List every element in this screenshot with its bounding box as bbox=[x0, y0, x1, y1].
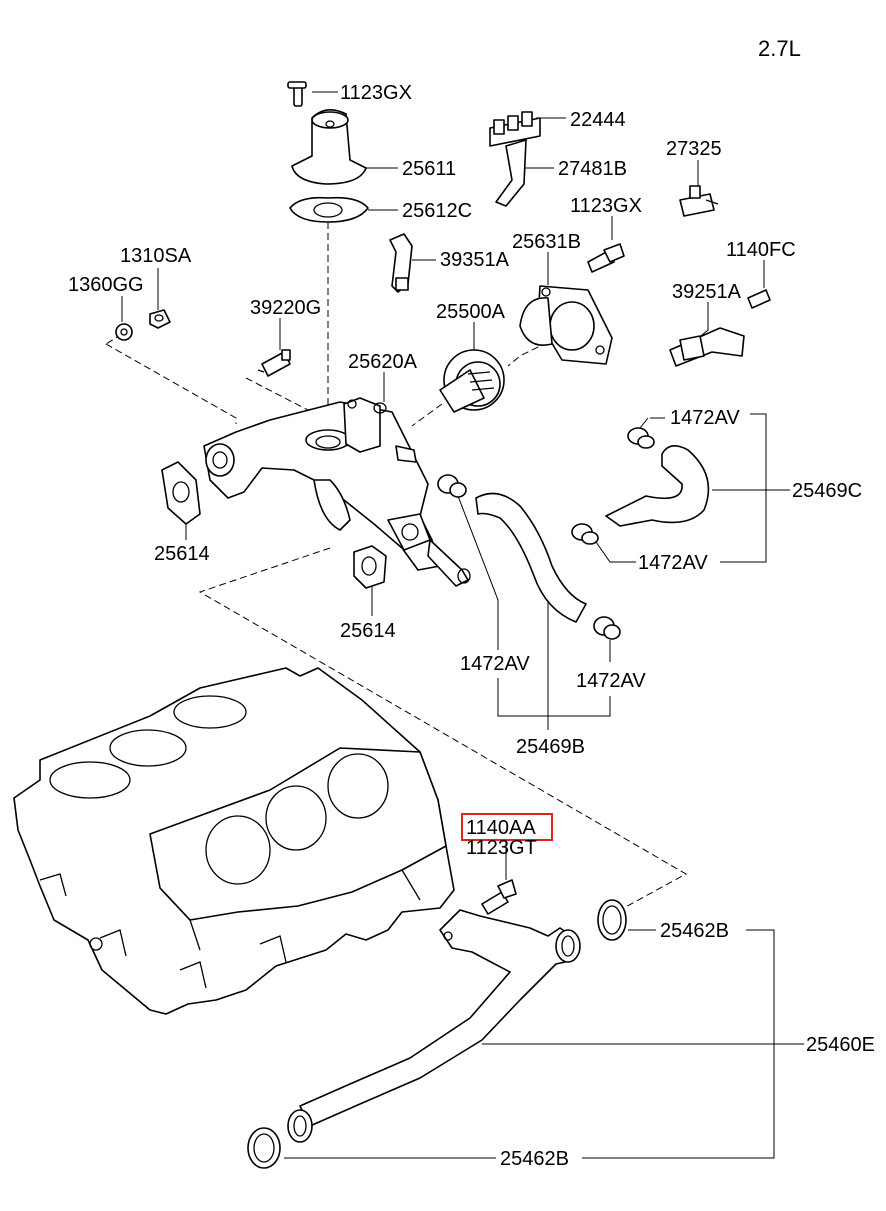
clamp-1472AV-d bbox=[593, 616, 621, 640]
label-1310SA[interactable]: 1310SA bbox=[120, 245, 192, 267]
gasket-25614-mid bbox=[353, 545, 387, 589]
label-39251A[interactable]: 39251A bbox=[672, 281, 742, 303]
label-1140AA[interactable]: 1140AA bbox=[466, 817, 536, 839]
inlet-fitting-25631B bbox=[519, 285, 613, 365]
engine-label: 2.7L bbox=[758, 36, 801, 61]
label-25612C[interactable]: 25612C bbox=[402, 200, 472, 222]
label-25462B-bottom[interactable]: 25462B bbox=[500, 1148, 569, 1170]
clamp-1472AV-b bbox=[571, 523, 599, 545]
thermostat-25500A bbox=[439, 349, 505, 413]
clamp-1472AV-c bbox=[437, 474, 467, 498]
sensor-27325 bbox=[679, 185, 719, 217]
label-25462B-top[interactable]: 25462B bbox=[660, 920, 729, 942]
label-1123GX-top[interactable]: 1123GX bbox=[340, 82, 412, 104]
gasket-25614-left bbox=[161, 461, 201, 525]
oring-25462B-top bbox=[597, 899, 627, 941]
label-1472AV-a[interactable]: 1472AV bbox=[670, 407, 740, 429]
label-25469C[interactable]: 25469C bbox=[792, 480, 862, 502]
bolt-1140FC bbox=[747, 289, 771, 309]
label-25614-left[interactable]: 25614 bbox=[154, 543, 210, 565]
label-1472AV-c[interactable]: 1472AV bbox=[460, 653, 530, 675]
label-25631B[interactable]: 25631B bbox=[512, 231, 581, 253]
label-27481B[interactable]: 27481B bbox=[558, 158, 627, 180]
label-25620A[interactable]: 25620A bbox=[348, 351, 418, 373]
water-pipe-25460E bbox=[287, 909, 581, 1143]
label-39220G[interactable]: 39220G bbox=[250, 297, 321, 319]
bolt-1123GT bbox=[481, 879, 517, 915]
oring-25462B-bottom bbox=[247, 1127, 281, 1169]
label-22444[interactable]: 22444 bbox=[570, 109, 626, 131]
hose-25469C bbox=[605, 445, 710, 527]
bracket-39251A bbox=[669, 327, 745, 367]
label-39351A[interactable]: 39351A bbox=[440, 249, 510, 271]
label-27325[interactable]: 27325 bbox=[666, 138, 722, 160]
sensor-39220G bbox=[257, 349, 291, 377]
thermostat-housing-25611 bbox=[287, 81, 367, 185]
part-labels: 2.7L 1123GX 22444 25611 27481B 27325 256… bbox=[68, 36, 875, 1170]
label-1140FC[interactable]: 1140FC bbox=[726, 239, 796, 261]
engine-block bbox=[13, 667, 455, 1015]
label-1360GG[interactable]: 1360GG bbox=[68, 274, 144, 296]
highlight-box-1140AA bbox=[461, 813, 553, 841]
label-25500A[interactable]: 25500A bbox=[436, 301, 506, 323]
label-1472AV-d[interactable]: 1472AV bbox=[576, 670, 646, 692]
clamp-1472AV-a bbox=[627, 427, 655, 449]
label-25611[interactable]: 25611 bbox=[402, 158, 456, 180]
label-25460E[interactable]: 25460E bbox=[806, 1034, 875, 1056]
label-25614-mid[interactable]: 25614 bbox=[340, 620, 396, 642]
washer-1360GG bbox=[115, 323, 133, 341]
connector-22444 bbox=[489, 111, 541, 207]
bolt-1123GX bbox=[587, 243, 625, 273]
nut-1310SA bbox=[149, 309, 171, 329]
label-1123GX-mid[interactable]: 1123GX bbox=[570, 195, 642, 217]
water-outlet-housing-25620A bbox=[203, 397, 471, 587]
label-1123GT[interactable]: 1123GT bbox=[466, 837, 537, 859]
label-1472AV-b[interactable]: 1472AV bbox=[638, 552, 708, 574]
label-25469B[interactable]: 25469B bbox=[516, 736, 585, 758]
clip-39351A bbox=[389, 233, 413, 293]
hose-25469B bbox=[475, 492, 587, 623]
leader-lines bbox=[121, 91, 804, 1159]
gasket-25612C bbox=[289, 196, 369, 223]
